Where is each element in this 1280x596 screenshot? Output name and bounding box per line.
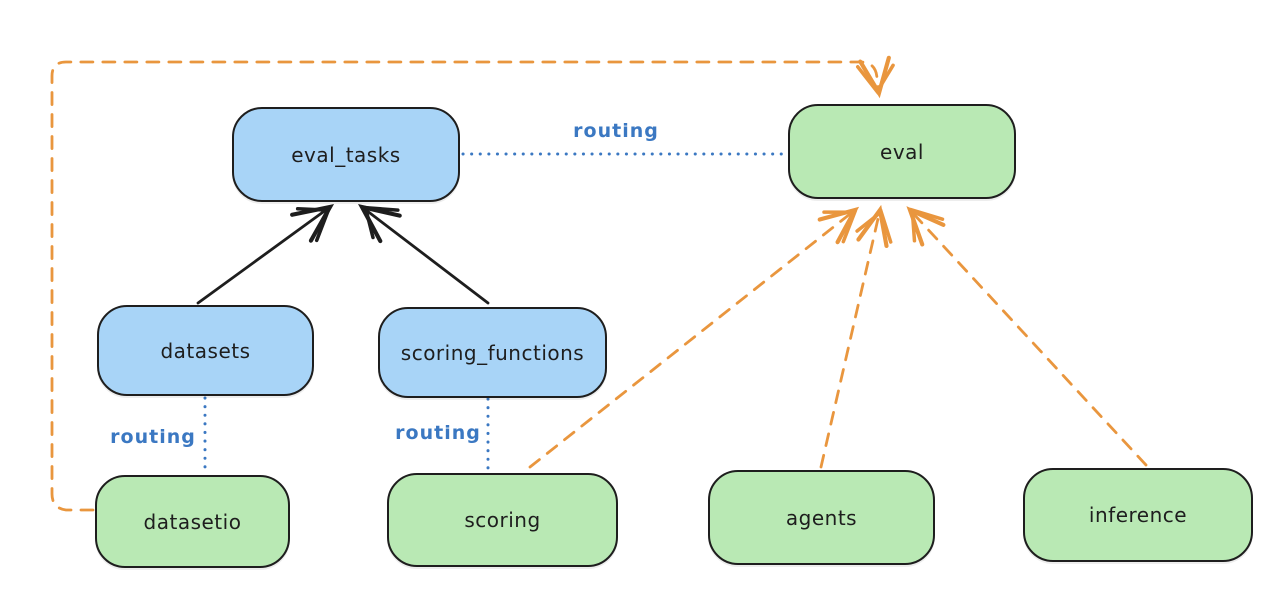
- node-eval: eval: [788, 104, 1016, 199]
- node-datasets-label: datasets: [160, 338, 251, 363]
- node-datasets: datasets: [97, 305, 314, 396]
- edge-scoring-functions-to-eval-tasks-arrow: [358, 203, 490, 305]
- node-datasetio: datasetio: [95, 475, 290, 568]
- node-scoring-label: scoring: [464, 508, 541, 532]
- node-scoring-functions: scoring_functions: [378, 307, 607, 398]
- edge-datasets-to-eval-tasks-arrow: [196, 204, 335, 305]
- edge-label-routing-top: routing: [573, 120, 659, 142]
- node-inference-label: inference: [1088, 503, 1188, 527]
- node-datasetio-label: datasetio: [143, 509, 242, 534]
- edge-inference-to-eval-arrow: [906, 206, 1148, 467]
- edge-agents-to-eval-arrow: [819, 204, 893, 469]
- node-eval-tasks-label: eval_tasks: [291, 142, 401, 167]
- edge-label-routing-left: routing: [110, 426, 196, 448]
- node-inference: inference: [1023, 468, 1253, 562]
- node-eval-tasks: eval_tasks: [232, 107, 460, 202]
- node-scoring: scoring: [387, 473, 618, 567]
- node-agents: agents: [708, 470, 935, 565]
- edge-label-routing-middle: routing: [395, 422, 481, 444]
- node-scoring-functions-label: scoring_functions: [400, 340, 585, 365]
- edge-datasetio-to-eval-arrow-loop: [50, 55, 895, 512]
- node-agents-label: agents: [785, 505, 858, 530]
- node-eval-label: eval: [880, 139, 924, 164]
- edge-scoring-to-eval-arrow: [528, 206, 860, 469]
